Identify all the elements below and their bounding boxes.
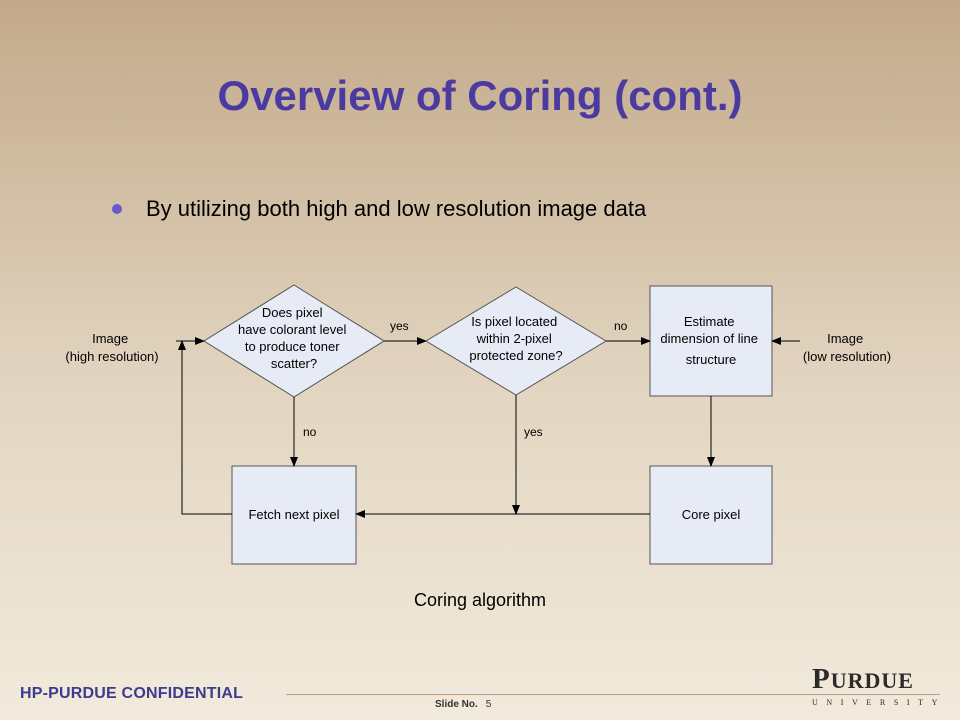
input-high-label: Image (high resolution) xyxy=(65,331,158,364)
slide-title: Overview of Coring (cont.) xyxy=(217,72,743,119)
input-low-label: Image (low resolution) xyxy=(803,331,891,364)
edge-label-no-2: no xyxy=(303,425,317,439)
fetch-pixel-node xyxy=(231,465,357,565)
slide-number-label: Slide No. xyxy=(435,699,478,710)
estimate-label: Estimate dimension of line structure xyxy=(660,314,761,367)
logo-wordmark: PURDUE xyxy=(812,663,914,695)
confidential-label: HP-PURDUE CONFIDENTIAL xyxy=(20,685,244,702)
edge-label-yes-1: yes xyxy=(390,319,409,333)
slide-number: Slide No. 5 xyxy=(435,699,491,710)
fetch-pixel-label: Fetch next pixel xyxy=(248,507,339,522)
bullet-text: By utilizing both high and low resolutio… xyxy=(146,196,647,221)
edge-label-yes-2: yes xyxy=(524,425,543,439)
decision-colorant-label: Does pixel have colorant level to produc… xyxy=(238,305,350,371)
logo-subtitle: UNIVERSITY xyxy=(812,698,946,707)
decision-protected-zone-label: Is pixel located within 2-pixel protecte… xyxy=(469,314,562,363)
estimate-node xyxy=(649,285,773,397)
footer-divider xyxy=(286,694,940,695)
bullet-dot-icon xyxy=(112,204,122,214)
purdue-logo: PURDUE UNIVERSITY xyxy=(812,664,946,707)
core-pixel-label: Core pixel xyxy=(682,507,741,522)
slide-number-value: 5 xyxy=(485,699,492,710)
diagram-caption: Coring algorithm xyxy=(413,590,547,610)
bullet-item: By utilizing both high and low resolutio… xyxy=(112,196,646,222)
edge-label-no-1: no xyxy=(614,319,628,333)
core-pixel-node xyxy=(649,465,773,565)
edge-fetch-loop xyxy=(178,340,232,515)
